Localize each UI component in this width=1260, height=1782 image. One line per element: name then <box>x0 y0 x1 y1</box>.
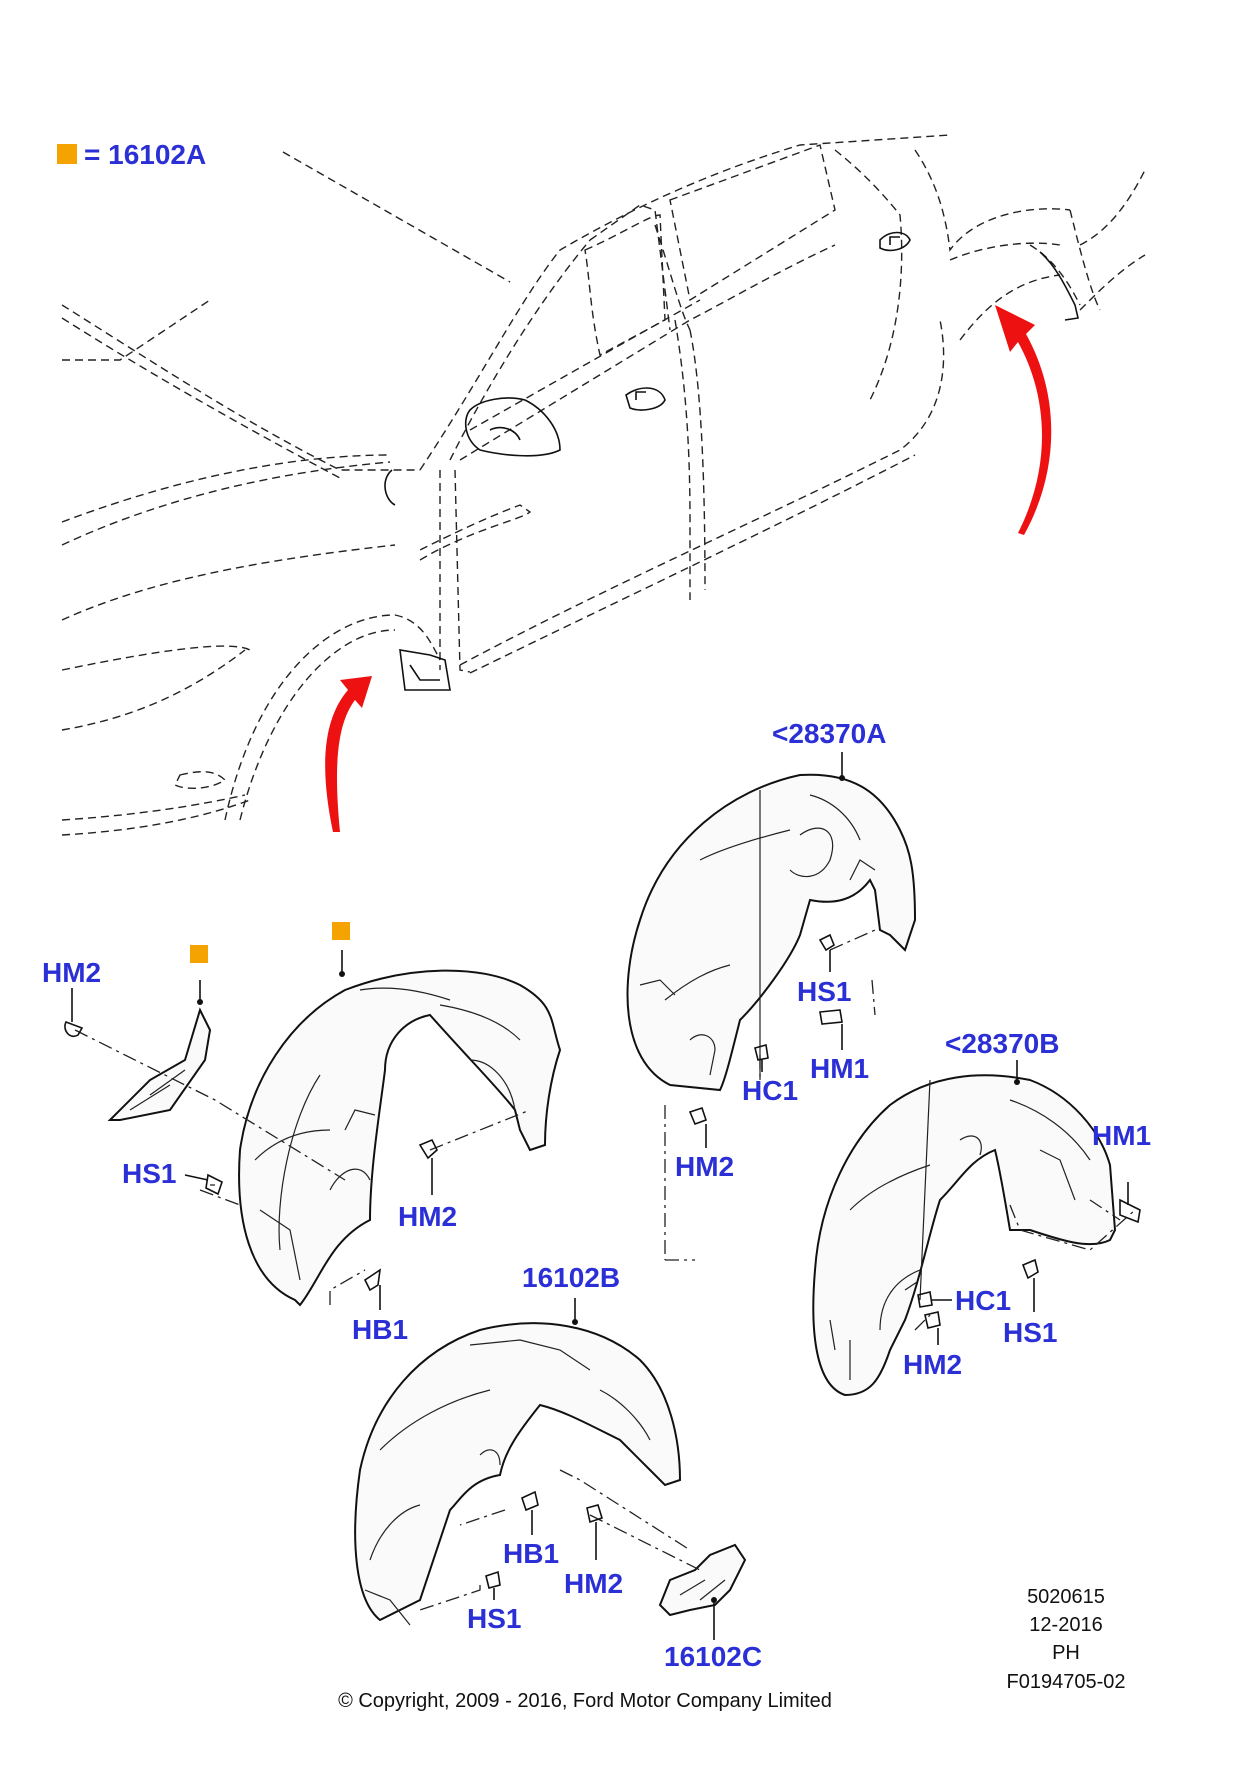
hc1-fastener-b <box>917 1291 933 1308</box>
label-16102C: 16102C <box>664 1641 762 1672</box>
hm1-fastener-a <box>819 1009 843 1025</box>
callout-labels: <28370A <28370B 16102B 16102C HM2 HS1 HM… <box>42 718 1151 1672</box>
info-block: 5020615 12-2016 PH F0194705-02 <box>1007 1586 1126 1693</box>
label-hm2-c: HM2 <box>675 1151 734 1182</box>
fasteners <box>64 933 1141 1589</box>
label-hm2-b: HM2 <box>398 1201 457 1232</box>
label-hm1-a: HM1 <box>810 1053 869 1084</box>
hm2-fastener-c <box>688 1106 708 1126</box>
car-body-outline <box>61 134 1146 836</box>
label-hb1-a: HB1 <box>352 1314 408 1345</box>
label-hm2-d: HM2 <box>903 1349 962 1380</box>
legend-text: = 16102A <box>84 139 206 170</box>
copyright: © Copyright, 2009 - 2016, Ford Motor Com… <box>338 1690 832 1712</box>
hm2-fastener-e <box>586 1504 603 1524</box>
part-16102C <box>658 1543 747 1617</box>
front-arrow <box>325 676 372 832</box>
legend-swatch <box>57 144 77 164</box>
hm1-fastener-b <box>1119 1198 1141 1224</box>
info-line-4: F0194705-02 <box>1007 1671 1126 1693</box>
rear-arrow <box>995 305 1052 535</box>
label-hs1-b: HS1 <box>797 976 851 1007</box>
label-16102B: 16102B <box>522 1262 620 1293</box>
label-hm1-b: HM1 <box>1092 1120 1151 1151</box>
marker-16102A-liner <box>332 922 350 940</box>
hb1-fastener-a <box>363 1268 382 1292</box>
part-16102B <box>354 1319 682 1626</box>
info-line-2: 12-2016 <box>1029 1614 1102 1636</box>
hs1-fastener-a <box>205 1173 223 1196</box>
label-hs1-d: HS1 <box>467 1603 521 1634</box>
label-hm2-e: HM2 <box>564 1568 623 1599</box>
assembly-lines <box>74 929 1136 1611</box>
label-28370B: <28370B <box>945 1028 1059 1059</box>
leader-lines <box>71 752 1129 1640</box>
hm2-fastener-b <box>418 1138 438 1160</box>
hm2-fastener-d <box>924 1311 941 1329</box>
car-body-details <box>384 231 1079 691</box>
hb1-fastener-b <box>521 1490 539 1512</box>
hs1-fastener-b <box>818 933 835 952</box>
hs1-fastener-d <box>485 1570 501 1589</box>
info-line-1: 5020615 <box>1027 1586 1105 1608</box>
part-28370B <box>812 1074 1117 1397</box>
part-28370A <box>626 773 917 1092</box>
label-hs1-c: HS1 <box>1003 1317 1057 1348</box>
hc1-fastener-a <box>754 1043 769 1061</box>
label-hc1-a: HC1 <box>742 1075 798 1106</box>
label-28370A: <28370A <box>772 718 886 749</box>
label-hb1-b: HB1 <box>503 1538 559 1569</box>
hs1-fastener-c <box>1021 1258 1039 1280</box>
marker-16102A-bracket <box>190 945 208 963</box>
part-16102A <box>107 969 562 1307</box>
info-line-3: PH <box>1052 1642 1080 1664</box>
label-hc1-b: HC1 <box>955 1285 1011 1316</box>
label-hm2-a: HM2 <box>42 957 101 988</box>
hm2-fastener-a <box>64 1020 84 1038</box>
label-hs1-a: HS1 <box>122 1158 176 1189</box>
